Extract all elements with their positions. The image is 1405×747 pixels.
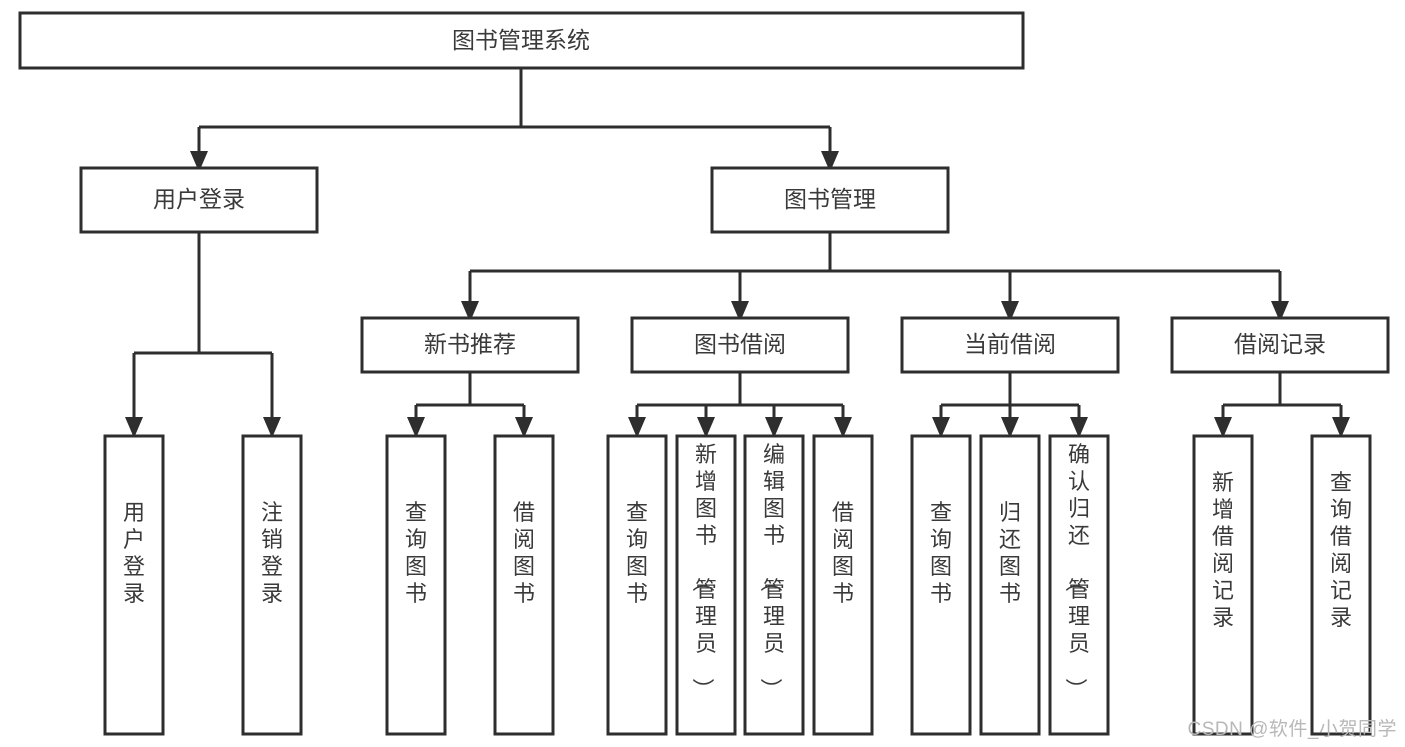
node-leaf-query-book-1-box[interactable] <box>385 434 447 736</box>
node-user-login[interactable]: 用户登录 <box>79 166 319 234</box>
node-leaf-query-book-2-box[interactable] <box>606 434 668 736</box>
node-current-borrow-box[interactable] <box>900 316 1120 374</box>
node-leaf-borrow-book-2-box[interactable] <box>812 434 874 736</box>
node-leaf-return-book[interactable]: 归还图书 <box>979 434 1041 736</box>
connector-group-borrow-record <box>1214 372 1350 438</box>
node-leaf-query-book-3-box[interactable] <box>910 434 972 736</box>
node-leaf-query-book-2[interactable]: 查询图书 <box>606 434 668 736</box>
node-leaf-borrow-book-2-label: 借阅图书 <box>832 500 854 606</box>
node-leaf-query-book-1[interactable]: 查询图书 <box>385 434 447 736</box>
node-user-login-box[interactable] <box>79 166 319 234</box>
node-leaf-add-book-box[interactable] <box>675 434 737 736</box>
node-leaf-user-login-label: 用户登录 <box>123 500 145 606</box>
node-new-book-recommend-box[interactable] <box>360 316 580 374</box>
node-leaf-user-logout-box[interactable] <box>241 434 303 736</box>
node-leaf-query-book-1-label: 查询图书 <box>405 500 427 606</box>
node-new-book-recommend-label: 新书推荐 <box>424 331 516 357</box>
node-leaf-borrow-book-1-label: 借阅图书 <box>513 500 535 606</box>
node-borrow-record-label: 借阅记录 <box>1234 331 1326 357</box>
node-leaf-query-book-2-label: 查询图书 <box>626 500 648 606</box>
node-leaf-user-logout-label: 注销登录 <box>261 500 283 606</box>
node-new-book-recommend[interactable]: 新书推荐 <box>360 316 580 374</box>
node-leaf-borrow-book-1[interactable]: 借阅图书 <box>493 434 555 736</box>
connector-group-user-login <box>125 232 281 438</box>
connector-group-current-borrow <box>932 372 1088 438</box>
node-leaf-user-logout[interactable]: 注销登录 <box>241 434 303 736</box>
node-book-manage[interactable]: 图书管理 <box>710 166 950 234</box>
node-book-borrow[interactable]: 图书借阅 <box>630 316 850 374</box>
node-leaf-add-record[interactable]: 新增借阅记录 <box>1192 434 1254 736</box>
node-leaf-query-book-3[interactable]: 查询图书 <box>910 434 972 736</box>
node-leaf-confirm-return[interactable]: 确认归还（管理员） <box>1048 434 1110 736</box>
node-book-manage-label: 图书管理 <box>784 186 876 212</box>
node-leaf-borrow-book-1-box[interactable] <box>493 434 555 736</box>
node-current-borrow-label: 当前借阅 <box>964 331 1056 357</box>
node-leaf-user-login-box[interactable] <box>103 434 165 736</box>
node-root-box[interactable] <box>18 11 1025 70</box>
node-leaf-confirm-return-label: 确认归还（管理员） <box>1063 442 1090 700</box>
node-leaf-query-record[interactable]: 查询借阅记录 <box>1310 434 1372 736</box>
node-leaf-add-record-label: 新增借阅记录 <box>1212 470 1234 630</box>
node-leaf-edit-book-box[interactable] <box>743 434 805 736</box>
node-leaf-edit-book[interactable]: 编辑图书（管理员） <box>743 434 805 736</box>
connector-group-book-borrow <box>628 372 852 438</box>
connector-group-book-manage <box>461 232 1289 322</box>
connector-group-root <box>190 68 839 172</box>
node-leaf-return-book-label: 归还图书 <box>999 500 1021 606</box>
node-leaf-add-book[interactable]: 新增图书（管理员） <box>675 434 737 736</box>
node-root-label: 图书管理系统 <box>452 27 590 53</box>
node-user-login-label: 用户登录 <box>153 186 245 212</box>
node-book-borrow-box[interactable] <box>630 316 850 374</box>
node-leaf-query-book-3-label: 查询图书 <box>930 500 952 606</box>
node-book-manage-box[interactable] <box>710 166 950 234</box>
node-book-borrow-label: 图书借阅 <box>694 331 786 357</box>
node-root[interactable]: 图书管理系统 <box>18 11 1025 70</box>
node-current-borrow[interactable]: 当前借阅 <box>900 316 1120 374</box>
node-leaf-confirm-return-box[interactable] <box>1048 434 1110 736</box>
node-leaf-return-book-box[interactable] <box>979 434 1041 736</box>
node-leaf-add-book-label: 新增图书（管理员） <box>690 442 717 700</box>
node-borrow-record[interactable]: 借阅记录 <box>1170 316 1390 374</box>
node-leaf-user-login[interactable]: 用户登录 <box>103 434 165 736</box>
node-leaf-add-record-box[interactable] <box>1192 434 1254 736</box>
node-borrow-record-box[interactable] <box>1170 316 1390 374</box>
node-leaf-borrow-book-2[interactable]: 借阅图书 <box>812 434 874 736</box>
connector-group-new-book-recommend <box>407 372 533 438</box>
node-leaf-query-record-box[interactable] <box>1310 434 1372 736</box>
node-leaf-query-record-label: 查询借阅记录 <box>1330 470 1352 630</box>
node-leaf-edit-book-label: 编辑图书（管理员） <box>758 442 785 700</box>
